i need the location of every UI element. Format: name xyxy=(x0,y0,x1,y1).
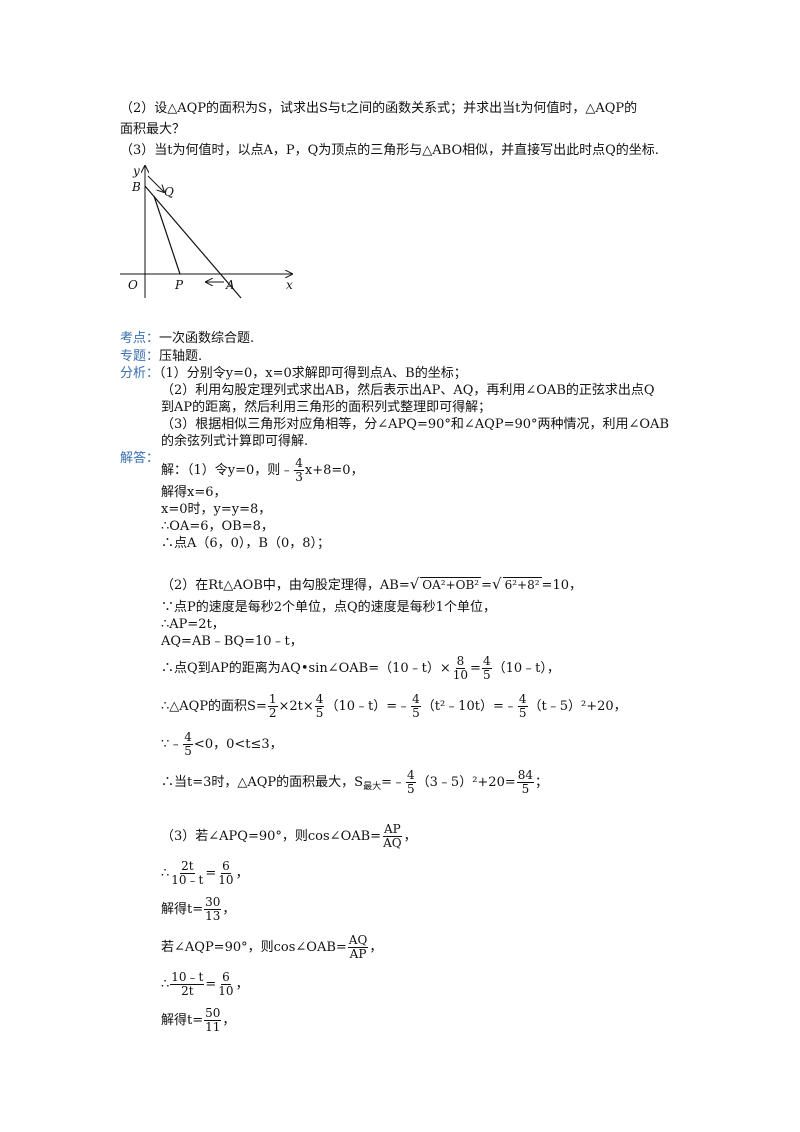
zhuanti-text: 压轴题. xyxy=(159,349,203,364)
jieda-label: 解答： xyxy=(120,451,160,466)
fenxi-line-4: （3）根据相似三角形对应角相等，分∠APQ=90°和∠AQP=90°两种情况，利… xyxy=(161,417,670,432)
label-a: A xyxy=(225,278,235,292)
step-1-4: ∴OA=6，OB=8， xyxy=(161,519,274,534)
step-2-3: ∴AP=2t， xyxy=(161,617,225,632)
zhuanti-row: 专题：压轴题. xyxy=(120,349,202,365)
label-y: y xyxy=(132,164,140,178)
fenxi-line-1: （1）分别令y=0，x=0求解即可得到点A、B的坐标； xyxy=(159,366,467,381)
step-1-5: ∴点A（6，0），B（0，8）； xyxy=(161,536,331,551)
label-x: x xyxy=(286,278,293,292)
step-1-2: 解得x=6， xyxy=(161,485,227,500)
kaodian-label: 考点： xyxy=(120,331,160,346)
label-q: Q xyxy=(164,185,174,199)
segment-qp xyxy=(153,195,181,275)
question-part2: （2）设△AQP的面积为S，试求出S与t之间的函数关系式；并求出当t为何值时，△… xyxy=(120,101,638,116)
question-part3: （3）当t为何值时，以点A，P，Q为顶点的三角形与△ABO相似，并直接写出此时点… xyxy=(120,143,659,158)
fenxi-label: 分析： xyxy=(120,366,160,381)
sqrt-expr: 6²+8² xyxy=(502,577,542,592)
geometry-figure: y B Q O P A x xyxy=(120,164,293,299)
fenxi-line-2: （2）利用勾股定理列式求出AB，然后表示出AP、AQ，再利用∠OAB的正弦求出点… xyxy=(161,383,655,398)
step-1-3: x=0时，y=y=8， xyxy=(161,502,272,517)
q-motion-arrow xyxy=(147,175,164,192)
step-2-1: （2）在Rt△AOB中，由勾股定理得，AB=√OA²+OB²=√6²+8²=10… xyxy=(161,575,582,593)
step-2-4: AQ=AB﹣BQ=10﹣t， xyxy=(161,634,303,649)
fenxi-row: 分析：（1）分别令y=0，x=0求解即可得到点A、B的坐标； xyxy=(120,366,467,382)
zhuanti-label: 专题： xyxy=(120,349,160,364)
sqrt-expr: OA²+OB² xyxy=(420,577,482,592)
line-ab xyxy=(144,185,242,299)
fenxi-line-3: 到AP的距离，然后利用三角形的面积列式整理即可得解； xyxy=(161,400,492,415)
fenxi-line-5: 的余弦列式计算即可得解. xyxy=(161,434,309,449)
label-o: O xyxy=(128,278,138,292)
kaodian-text: 一次函数综合题. xyxy=(159,331,255,346)
label-p: P xyxy=(174,278,184,292)
kaodian-row: 考点：一次函数综合题. xyxy=(120,331,254,347)
question-part2-cont: 面积最大？ xyxy=(120,122,186,137)
step-2-2: ∵点P的速度是每秒2个单位，点Q的速度是每秒1个单位， xyxy=(161,600,496,615)
label-b: B xyxy=(131,180,141,194)
